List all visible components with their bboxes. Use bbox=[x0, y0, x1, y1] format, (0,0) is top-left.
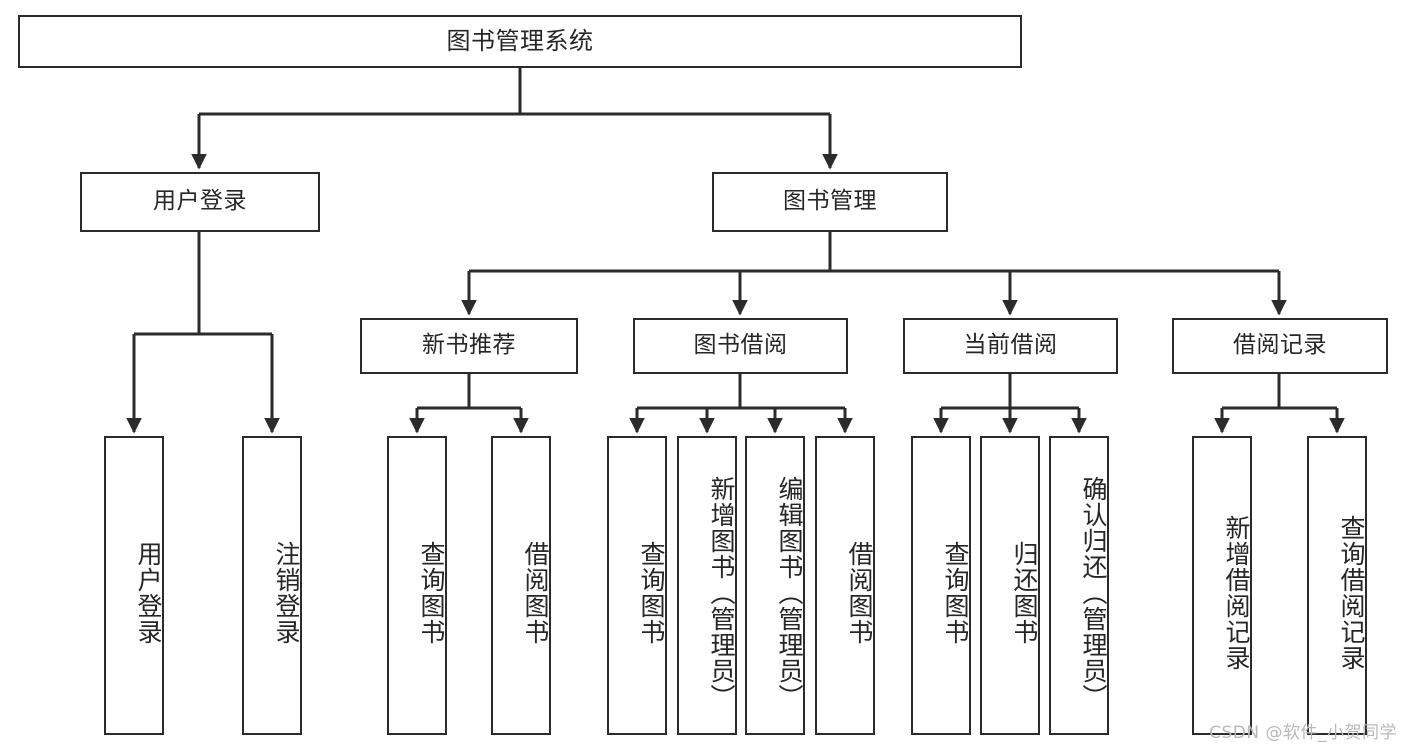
leaf-user-login[interactable]: 用户登录 bbox=[104, 436, 164, 735]
node-root-book-management-system[interactable]: 图书管理系统 bbox=[18, 15, 1022, 68]
leaf-label: 确认归还（管理员） bbox=[1079, 475, 1108, 710]
node-current-borrowing[interactable]: 当前借阅 bbox=[903, 318, 1118, 374]
leaf-current-return-book[interactable]: 归还图书 bbox=[980, 436, 1040, 735]
csdn-watermark: CSDN @软件_小贺同学 bbox=[1209, 723, 1397, 743]
leaf-record-add-borrow-record[interactable]: 新增借阅记录 bbox=[1192, 436, 1252, 735]
leaf-borrow-add-book-admin[interactable]: 新增图书（管理员） bbox=[677, 436, 737, 735]
leaf-label: 借阅图书 bbox=[521, 540, 550, 645]
leaf-label: 新增图书（管理员） bbox=[707, 475, 736, 710]
node-book-borrowing[interactable]: 图书借阅 bbox=[633, 318, 848, 374]
leaf-current-confirm-return-admin[interactable]: 确认归还（管理员） bbox=[1049, 436, 1109, 735]
leaf-label: 借阅图书 bbox=[845, 540, 874, 645]
leaf-label: 注销登录 bbox=[272, 540, 301, 645]
leaf-label: 查询图书 bbox=[417, 540, 446, 645]
leaf-current-query-book[interactable]: 查询图书 bbox=[911, 436, 971, 735]
leaf-record-query-borrow-record[interactable]: 查询借阅记录 bbox=[1307, 436, 1367, 735]
leaf-recommend-query-book[interactable]: 查询图书 bbox=[387, 436, 447, 735]
leaf-label: 归还图书 bbox=[1010, 540, 1039, 645]
node-borrowing-record[interactable]: 借阅记录 bbox=[1172, 318, 1388, 374]
node-user-login[interactable]: 用户登录 bbox=[80, 172, 320, 232]
leaf-label: 编辑图书（管理员） bbox=[775, 475, 804, 710]
leaf-label: 查询图书 bbox=[941, 540, 970, 645]
leaf-borrow-lend-book[interactable]: 借阅图书 bbox=[815, 436, 875, 735]
leaf-borrow-query-book[interactable]: 查询图书 bbox=[607, 436, 667, 735]
leaf-borrow-edit-book-admin[interactable]: 编辑图书（管理员） bbox=[745, 436, 805, 735]
leaf-label: 用户登录 bbox=[134, 540, 163, 645]
leaf-user-logout[interactable]: 注销登录 bbox=[242, 436, 302, 735]
node-book-management[interactable]: 图书管理 bbox=[712, 172, 948, 232]
leaf-recommend-borrow-book[interactable]: 借阅图书 bbox=[491, 436, 551, 735]
leaf-label: 查询图书 bbox=[637, 540, 666, 645]
leaf-label: 查询借阅记录 bbox=[1337, 514, 1366, 671]
leaf-label: 新增借阅记录 bbox=[1222, 514, 1251, 671]
node-new-book-recommendation[interactable]: 新书推荐 bbox=[360, 318, 578, 374]
